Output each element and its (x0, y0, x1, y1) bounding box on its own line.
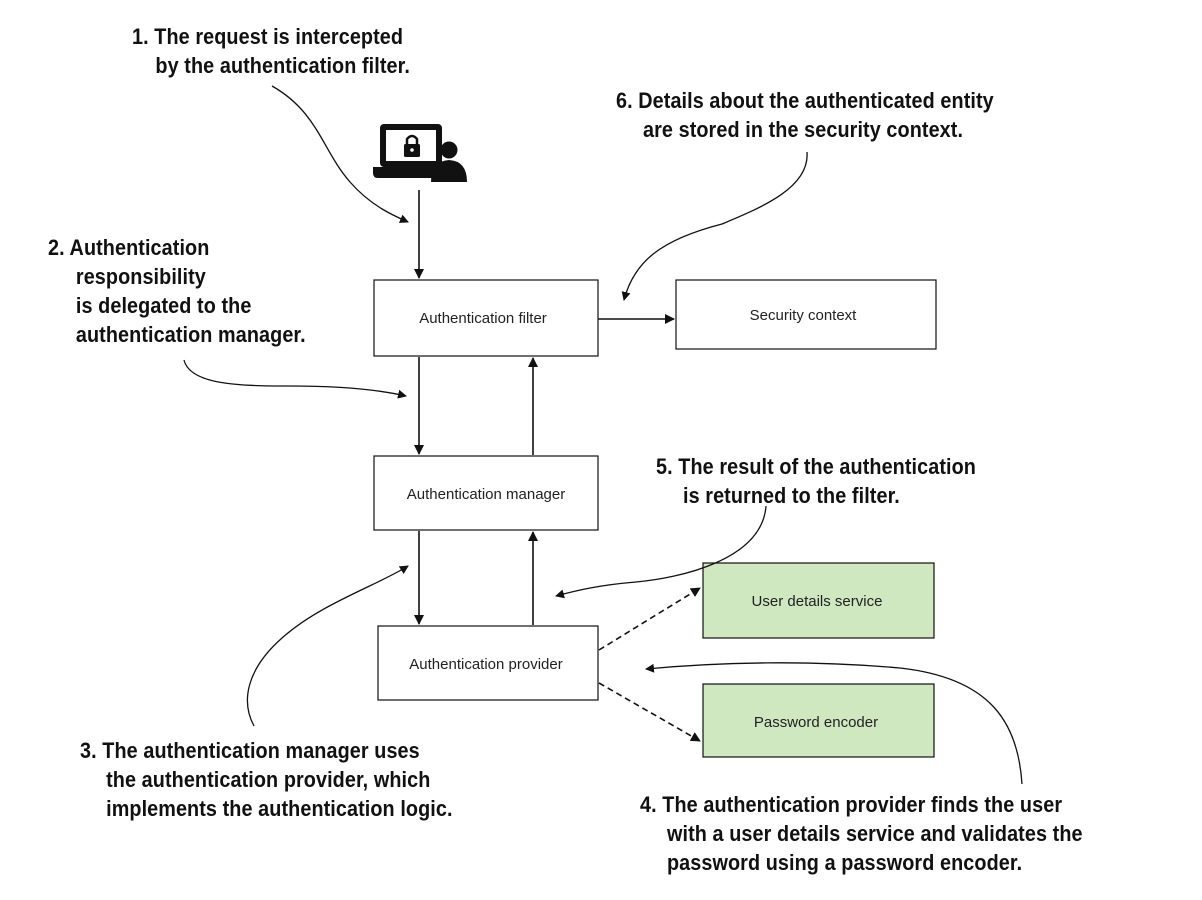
annotation-step-5-line-2: is returned to the filter. (683, 483, 900, 508)
annotation-arrow-2 (183, 359, 407, 399)
authentication-manager-label: Authentication manager (407, 486, 565, 503)
annotation-step-2-line-3: is delegated to the (75, 293, 252, 318)
annotation-step-4-line-2: with a user details service and validate… (667, 821, 1083, 846)
annotation-step-1-line-1: 1. The request is intercepted (132, 24, 404, 49)
annotation-step-6-line-2: are stored in the security context. (643, 117, 964, 142)
annotation-arrow-6 (621, 151, 808, 301)
password-encoder-box (702, 683, 935, 758)
annotation-step-1-line-2: by the authentication filter. (155, 53, 410, 78)
annotation-step-4: 4. The authentication provider finds the… (640, 790, 1083, 877)
user-details-service-box (702, 562, 935, 639)
annotation-step-2-line-4: authentication manager. (75, 322, 306, 347)
password-encoder-label: Password encoder (754, 714, 878, 731)
laptop-lock-user-icon (373, 124, 467, 182)
annotation-step-6-line-1: 6. Details about the authenticated entit… (616, 88, 994, 113)
dashed-arrow-to-user-details-service (598, 587, 701, 651)
annotation-step-2: 2. Authentication responsibility is dele… (48, 233, 306, 349)
annotation-step-5-line-1: 5. The result of the authentication (656, 454, 976, 479)
dashed-arrow-to-password-encoder (598, 682, 701, 742)
security-context-box (675, 279, 937, 350)
annotation-arrow-5 (555, 505, 767, 599)
annotation-arrow-1 (271, 85, 409, 223)
annotation-step-3-line-3: implements the authentication logic. (106, 796, 453, 821)
annotation-step-4-line-3: password using a password encoder. (667, 850, 1023, 875)
authentication-provider-box (377, 625, 599, 701)
annotation-step-2-line-2: responsibility (75, 264, 206, 289)
annotation-step-2-line-1: 2. Authentication (48, 235, 210, 260)
authentication-manager-box (373, 455, 599, 531)
annotation-arrow-4 (645, 662, 1023, 785)
authentication-provider-label: Authentication provider (409, 656, 562, 673)
annotation-step-4-line-1: 4. The authentication provider finds the… (640, 792, 1063, 817)
annotation-step-3-line-2: the authentication provider, which (106, 767, 431, 792)
security-context-label: Security context (750, 307, 858, 324)
annotation-step-5: 5. The result of the authentication is r… (656, 452, 976, 510)
annotation-step-3: 3. The authentication manager uses the a… (80, 736, 453, 823)
annotation-arrow-3 (246, 565, 409, 727)
authentication-filter-label: Authentication filter (419, 310, 547, 327)
annotation-step-6: 6. Details about the authenticated entit… (616, 86, 994, 144)
authentication-filter-box (373, 279, 599, 357)
annotation-step-3-line-1: 3. The authentication manager uses (80, 738, 420, 763)
user-details-service-label: User details service (752, 593, 883, 610)
annotation-step-1: 1. The request is intercepted by the aut… (132, 22, 410, 80)
